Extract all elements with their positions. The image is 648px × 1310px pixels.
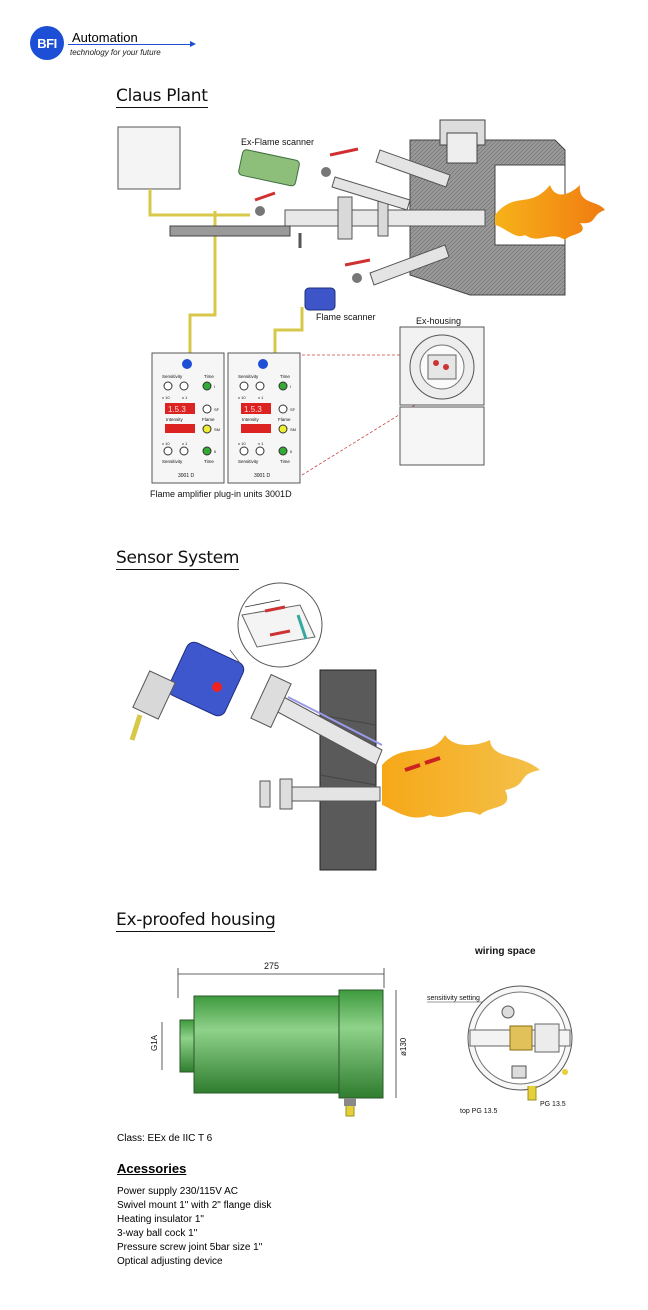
svg-text:Sensitivity: Sensitivity bbox=[238, 374, 259, 379]
accessory-item: Optical adjusting device bbox=[117, 1256, 223, 1267]
amplifier-unit-1: Sensitivity Time I x 10 x 1 1.5.3 SF Int… bbox=[162, 359, 220, 479]
svg-text:Intensity: Intensity bbox=[242, 417, 260, 422]
svg-text:x 1: x 1 bbox=[258, 395, 264, 400]
dim-thread: G1A bbox=[150, 1034, 159, 1051]
svg-text:PG 13.5: PG 13.5 bbox=[540, 1101, 566, 1108]
label-ex-housing: Ex-housing bbox=[416, 316, 461, 326]
amplifier-rack: Sensitivity Time I x 10 x 1 1.5.3 SF Int… bbox=[151, 352, 301, 484]
label-amplifier-caption: Flame amplifier plug-in units 3001D bbox=[150, 489, 292, 499]
svg-text:I: I bbox=[214, 384, 215, 389]
flame bbox=[382, 735, 540, 818]
claus-plant-title: Claus Plant bbox=[116, 86, 208, 108]
svg-text:SM: SM bbox=[214, 427, 220, 432]
svg-text:x 1: x 1 bbox=[258, 441, 264, 446]
svg-text:Time: Time bbox=[280, 459, 290, 464]
svg-text:Time: Time bbox=[204, 459, 214, 464]
accessories-title: Acessories bbox=[117, 1161, 187, 1176]
svg-text:II: II bbox=[214, 449, 216, 454]
svg-text:x 1: x 1 bbox=[182, 395, 188, 400]
accessory-item: Power supply 230/115V AC bbox=[117, 1186, 239, 1197]
svg-text:SM: SM bbox=[290, 427, 296, 432]
sensor-system-title: Sensor System bbox=[116, 548, 240, 570]
dim-diameter: ø130 bbox=[399, 1037, 408, 1056]
svg-text:Flame: Flame bbox=[202, 417, 215, 422]
svg-text:Intensity: Intensity bbox=[166, 417, 184, 422]
ex-housing-drawing: wiring space 275 G1A ø130 sensitivity se… bbox=[150, 946, 573, 1117]
svg-text:Sensitivity: Sensitivity bbox=[162, 374, 183, 379]
control-box bbox=[117, 126, 181, 190]
svg-text:Time: Time bbox=[204, 374, 214, 379]
svg-text:x 1: x 1 bbox=[182, 441, 188, 446]
label-ex-flame-scanner: Ex-Flame scanner bbox=[241, 137, 314, 147]
wall bbox=[319, 669, 377, 871]
svg-text:3001 D: 3001 D bbox=[178, 473, 195, 479]
svg-text:1.5.3: 1.5.3 bbox=[168, 405, 186, 414]
svg-text:SF: SF bbox=[214, 407, 220, 412]
accessory-item: Heating insulator 1" bbox=[117, 1214, 204, 1225]
ex-flame-scanner bbox=[238, 149, 300, 187]
claus-plant-diagram: Ex-Flame scanner Flame scanner Ex-housin… bbox=[117, 119, 605, 499]
flame-scanner bbox=[304, 287, 336, 311]
svg-text:3001 D: 3001 D bbox=[254, 473, 271, 479]
brand-underline bbox=[68, 44, 192, 45]
label-wiring-space: wiring space bbox=[474, 946, 536, 957]
accessory-item: Pressure screw joint 5bar size 1" bbox=[117, 1242, 263, 1253]
housing-cylinder bbox=[193, 995, 340, 1094]
class-text: Class: EEx de IIC T 6 bbox=[117, 1133, 213, 1144]
brand-tagline: technology for your future bbox=[70, 48, 161, 57]
flame bbox=[495, 185, 605, 240]
svg-text:x 10: x 10 bbox=[162, 395, 170, 400]
brand-name: Automation bbox=[72, 30, 138, 45]
brand-arrow-icon bbox=[190, 41, 196, 47]
flame-scanner-head bbox=[167, 641, 245, 717]
svg-text:Sensitivity: Sensitivity bbox=[162, 459, 183, 464]
ex-housing-detail bbox=[399, 326, 485, 466]
svg-text:1.5.3: 1.5.3 bbox=[244, 405, 262, 414]
accessory-item: Swivel mount 1" with 2" flange disk bbox=[117, 1200, 272, 1211]
amplifier-unit-2: Sensitivity Time I x 10 x 1 1.5.3 SF Int… bbox=[238, 359, 296, 479]
sensor-system-diagram bbox=[129, 582, 540, 871]
dim-length: 275 bbox=[264, 961, 279, 971]
wiring-space-drawing: sensitivity setting top PG 13.5 PG 13.5 bbox=[427, 985, 573, 1115]
svg-text:II: II bbox=[290, 449, 292, 454]
svg-text:top PG 13.5: top PG 13.5 bbox=[460, 1108, 497, 1115]
svg-text:Flame: Flame bbox=[278, 417, 291, 422]
svg-text:x 10: x 10 bbox=[162, 441, 170, 446]
label-flame-scanner: Flame scanner bbox=[316, 312, 376, 322]
svg-text:I: I bbox=[290, 384, 291, 389]
svg-text:Sensitivity: Sensitivity bbox=[238, 459, 259, 464]
svg-text:x 10: x 10 bbox=[238, 395, 246, 400]
accessories-list: Power supply 230/115V AC Swivel mount 1"… bbox=[117, 1185, 271, 1269]
svg-text:x 10: x 10 bbox=[238, 441, 246, 446]
ex-housing-title: Ex-proofed housing bbox=[116, 910, 276, 932]
svg-text:SF: SF bbox=[290, 407, 296, 412]
accessory-item: 3-way ball cock 1" bbox=[117, 1228, 198, 1239]
svg-text:sensitivity setting: sensitivity setting bbox=[427, 995, 480, 1002]
svg-text:Time: Time bbox=[280, 374, 290, 379]
bfi-logo: BFI bbox=[30, 26, 64, 60]
